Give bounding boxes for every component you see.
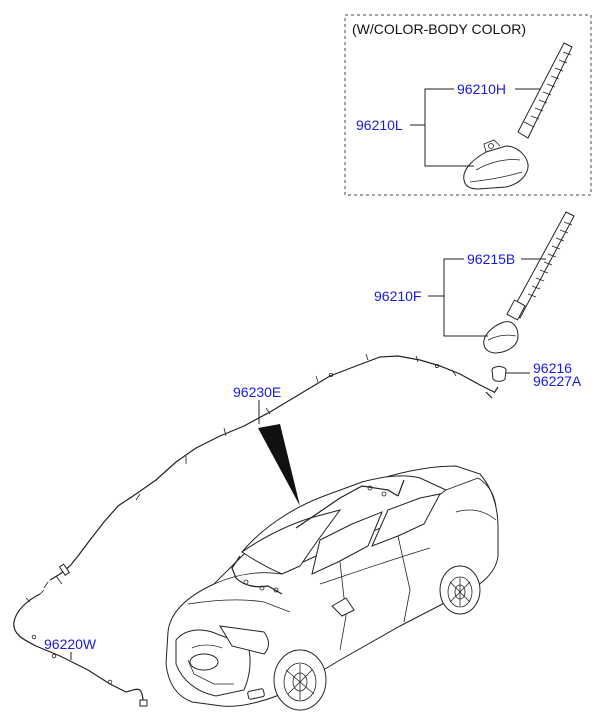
pointer-arrow: [258, 424, 300, 506]
car-body: [165, 465, 499, 711]
part-label-96230E[interactable]: 96230E: [233, 384, 282, 400]
part-label-96210L[interactable]: 96210L: [356, 117, 403, 133]
part-label-96220W[interactable]: 96220W: [44, 636, 97, 652]
antenna-base-96210F[interactable]: [483, 321, 519, 354]
part-label-96210F[interactable]: 96210F: [374, 288, 422, 304]
grommet-96216[interactable]: [491, 366, 507, 382]
antenna-rod-96215B[interactable]: [506, 211, 575, 321]
option-note: (W/COLOR-BODY COLOR): [352, 21, 526, 37]
leader-96215B: [443, 258, 488, 337]
part-label-96216[interactable]: 96216: [533, 360, 572, 376]
part-label-96227A[interactable]: 96227A: [533, 373, 582, 389]
leader-96210H: [424, 88, 474, 167]
cable-96220W[interactable]: [13, 589, 148, 707]
feeder-cable-96230E[interactable]: [43, 353, 499, 589]
antenna-base-96210L[interactable]: [463, 139, 529, 190]
part-label-96215B[interactable]: 96215B: [467, 251, 516, 267]
antenna-rod-96210H[interactable]: [517, 42, 573, 139]
part-label-96210H[interactable]: 96210H: [457, 81, 507, 97]
option-box: [344, 14, 592, 196]
roof-harness: [231, 479, 405, 595]
